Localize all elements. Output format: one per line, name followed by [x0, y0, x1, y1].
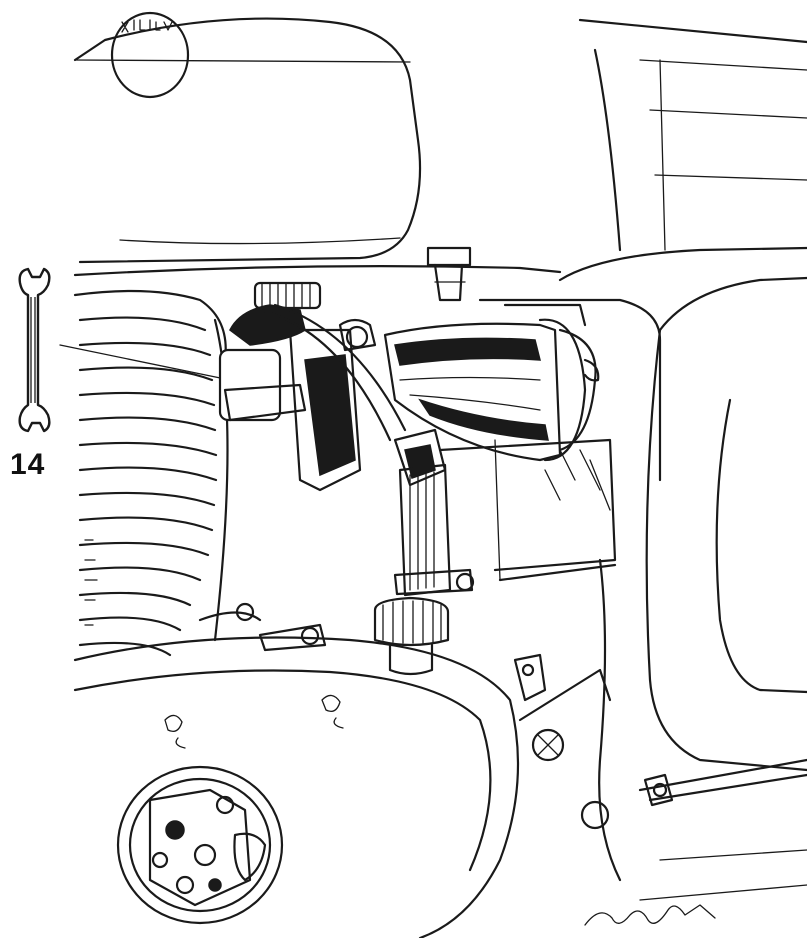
carburetor	[218, 281, 447, 492]
air-intake-hose	[383, 298, 662, 482]
open-end-wrench-icon	[18, 267, 51, 433]
cylinder-fins	[73, 289, 229, 657]
emblem-lettering	[121, 19, 173, 33]
artist-signature	[584, 904, 716, 926]
fuel-tap	[426, 246, 472, 302]
contact-breaker	[116, 765, 284, 925]
air-box	[398, 438, 617, 597]
frame-bolts	[513, 653, 674, 830]
tank-emblem	[110, 11, 190, 99]
pointer-line	[59, 344, 231, 381]
fuel-tank	[73, 11, 422, 264]
frame-body	[558, 18, 807, 901]
crankcase-cover	[73, 602, 520, 938]
tank-underline	[73, 265, 562, 277]
oil-filler-cap	[373, 568, 475, 676]
wrench-size-label: 14	[10, 448, 46, 481]
